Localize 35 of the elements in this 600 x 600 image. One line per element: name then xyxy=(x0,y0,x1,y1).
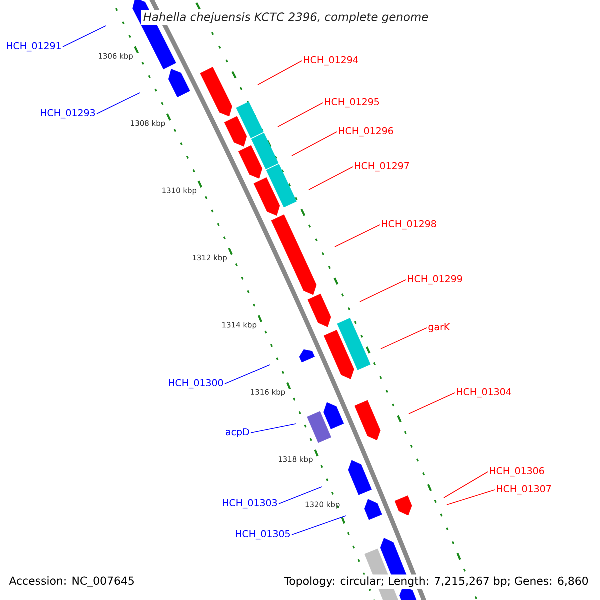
leader-line xyxy=(308,166,354,190)
leader-line xyxy=(278,102,324,128)
gene-label: HCH_01299 xyxy=(408,275,462,285)
leader-line xyxy=(360,280,406,302)
leader-line xyxy=(408,392,456,414)
gene-label: HCH_01307 xyxy=(497,485,552,495)
leader-line xyxy=(250,424,296,434)
gene-label: HCH_01296 xyxy=(339,127,394,137)
gene-label: HCH_01305 xyxy=(236,530,290,540)
gene-label: HCH_01291 xyxy=(7,42,61,52)
gene-label: HCH_01295 xyxy=(325,98,380,108)
gene-label: HCH_01297 xyxy=(355,162,410,172)
leader-line xyxy=(446,490,496,506)
title: Hahella chejuensis KCTC 2396, complete genome xyxy=(141,10,431,26)
leader-line xyxy=(96,92,140,114)
gene-label: HCH_01303 xyxy=(223,499,278,509)
gene-label: HCH_01294 xyxy=(304,56,358,66)
leader-line xyxy=(380,328,428,350)
gene-label: garK xyxy=(428,324,450,332)
genome-info-text: Topology: circular; Length: 7,215,267 bp; Genes: 6,860 xyxy=(282,574,591,590)
leader-line xyxy=(224,364,270,384)
gene-label: HCH_01293 xyxy=(41,109,96,119)
leader-line xyxy=(278,486,322,504)
leader-line xyxy=(258,60,302,86)
gene-label: HCH_01304 xyxy=(457,388,512,398)
gene-label: HCH_01300 xyxy=(169,379,224,389)
leader-line xyxy=(334,224,380,248)
accession-text: Accession: NC_007645 xyxy=(9,576,134,588)
leader-line xyxy=(292,516,346,536)
gene-label: acpD xyxy=(226,428,250,438)
gene-label: HCH_01306 xyxy=(490,467,544,477)
gene-label: HCH_01298 xyxy=(382,220,436,230)
leader-line xyxy=(292,132,338,156)
leader-line xyxy=(62,26,106,48)
leader-line xyxy=(444,472,488,498)
